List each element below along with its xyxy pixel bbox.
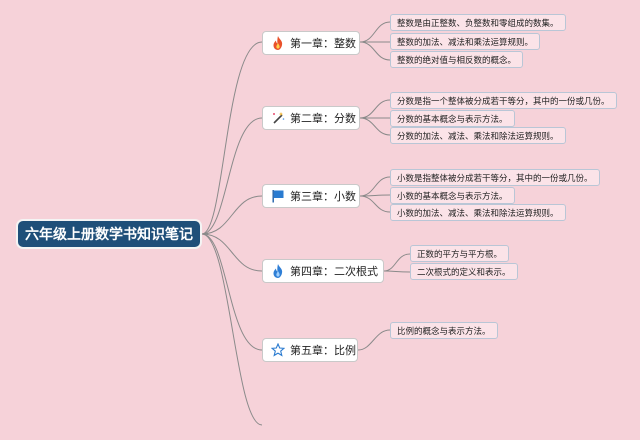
leaf-2-3[interactable]: 分数的加法、减法、乘法和除法运算规则。 [390, 127, 566, 144]
flag-icon [271, 189, 285, 203]
root-topic[interactable]: 六年级上册数学书知识笔记 [16, 219, 202, 249]
chapter-1-label: 第一章：整数 [290, 37, 356, 50]
chapter-5-label: 第五章：比例 [290, 344, 356, 357]
leaf-2-2[interactable]: 分数的基本概念与表示方法。 [390, 110, 515, 127]
leaf-3-1[interactable]: 小数是指整体被分成若干等分，其中的一份或几份。 [390, 169, 600, 186]
leaf-2-1[interactable]: 分数是指一个整体被分成若干等分，其中的一份或几份。 [390, 92, 617, 109]
leaf-3-2[interactable]: 小数的基本概念与表示方法。 [390, 187, 515, 204]
leaf-1-2[interactable]: 整数的加法、减法和乘法运算规则。 [390, 33, 541, 50]
chapter-2-node[interactable]: 第二章：分数 [262, 106, 360, 130]
chapter-5-node[interactable]: 第五章：比例 [262, 338, 358, 362]
star-outline-icon [271, 343, 285, 357]
chapter-4-label: 第四章：二次根式 [290, 265, 378, 278]
leaf-5-1[interactable]: 比例的概念与表示方法。 [390, 322, 498, 339]
chapter-1-node[interactable]: 第一章：整数 [262, 31, 360, 55]
leaf-1-3[interactable]: 整数的绝对值与相反数的概念。 [390, 51, 524, 68]
leaf-3-3[interactable]: 小数的加法、减法、乘法和除法运算规则。 [390, 204, 566, 221]
leaf-4-1[interactable]: 正数的平方与平方根。 [410, 245, 510, 262]
fire-icon [271, 36, 285, 50]
magic-wand-icon [271, 111, 285, 125]
water-flame-icon [271, 264, 285, 278]
chapter-3-node[interactable]: 第三章：小数 [262, 184, 360, 208]
chapter-3-label: 第三章：小数 [290, 190, 356, 203]
chapter-4-node[interactable]: 第四章：二次根式 [262, 259, 384, 283]
leaf-1-1[interactable]: 整数是由正整数、负整数和零组成的数集。 [390, 14, 566, 31]
chapter-2-label: 第二章：分数 [290, 112, 356, 125]
leaf-4-2[interactable]: 二次根式的定义和表示。 [410, 263, 518, 280]
